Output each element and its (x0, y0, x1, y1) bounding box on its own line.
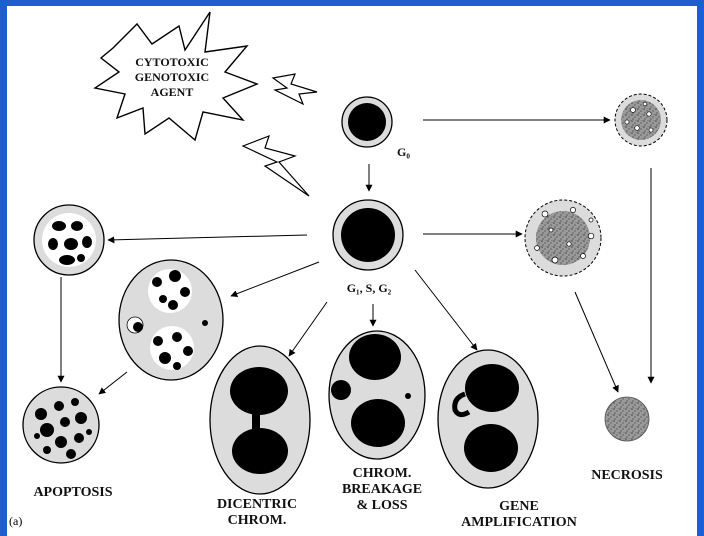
dicentric-label-line-1: DICENTRIC (217, 497, 297, 512)
apoptotic-cell-budding (119, 260, 223, 380)
amplification-cell (438, 350, 538, 488)
g0-cell (342, 97, 392, 147)
cytotoxic-agent-starburst: CYTOTOXIC GENOTOXIC AGENT (95, 12, 257, 140)
lightning-bolt-icon (273, 74, 317, 104)
necrosis-label: NECROSIS (591, 468, 663, 483)
g0-label: G₀ (397, 145, 410, 159)
cycling-nucleus (341, 208, 395, 262)
dicentric-label-line-2: CHROM. (228, 513, 287, 528)
arrow-cycling-to-apoptosis (108, 235, 307, 240)
necrotic-cell-early (615, 94, 667, 146)
cycling-phase-label: G₁, S, G₂ (347, 281, 392, 295)
breakage-label-line-2: BREAKAGE (342, 482, 422, 497)
g0-nucleus (348, 103, 386, 141)
amplification-label-line-1: GENE (499, 499, 539, 514)
cell-fate-diagram: CYTOTOXIC GENOTOXIC AGENT G₀ G₁, S, G₂ (7, 6, 697, 536)
necrotic-cell-swollen (525, 200, 601, 276)
necrosis-remnant (605, 397, 649, 441)
dicentric-cell (210, 346, 310, 494)
amplification-label-line-2: AMPLIFICATION (461, 515, 577, 530)
agent-label-line-2: GENOTOXIC (135, 70, 209, 84)
cycling-cell (333, 200, 403, 270)
breakage-cell (329, 331, 425, 459)
agent-label-line-3: AGENT (151, 85, 194, 99)
breakage-label-line-3: & LOSS (357, 498, 408, 513)
arrow-to-dicentric (289, 302, 327, 356)
breakage-label-line-1: CHROM. (353, 466, 412, 481)
panel-label: (a) (9, 514, 22, 528)
arrow-cycling-to-budding (231, 262, 319, 296)
apoptotic-body (23, 387, 99, 463)
lightning-bolt-icon (243, 136, 309, 196)
arrow-to-amplification (415, 270, 477, 350)
apoptosis-label: APOPTOSIS (33, 485, 112, 500)
agent-label-line-1: CYTOTOXIC (135, 55, 209, 69)
apoptotic-cell-early (34, 205, 104, 275)
arrow-swollen-to-necrosis (575, 292, 618, 392)
figure-panel: CYTOTOXIC GENOTOXIC AGENT G₀ G₁, S, G₂ (7, 6, 697, 536)
arrow-budding-to-body (99, 372, 127, 394)
